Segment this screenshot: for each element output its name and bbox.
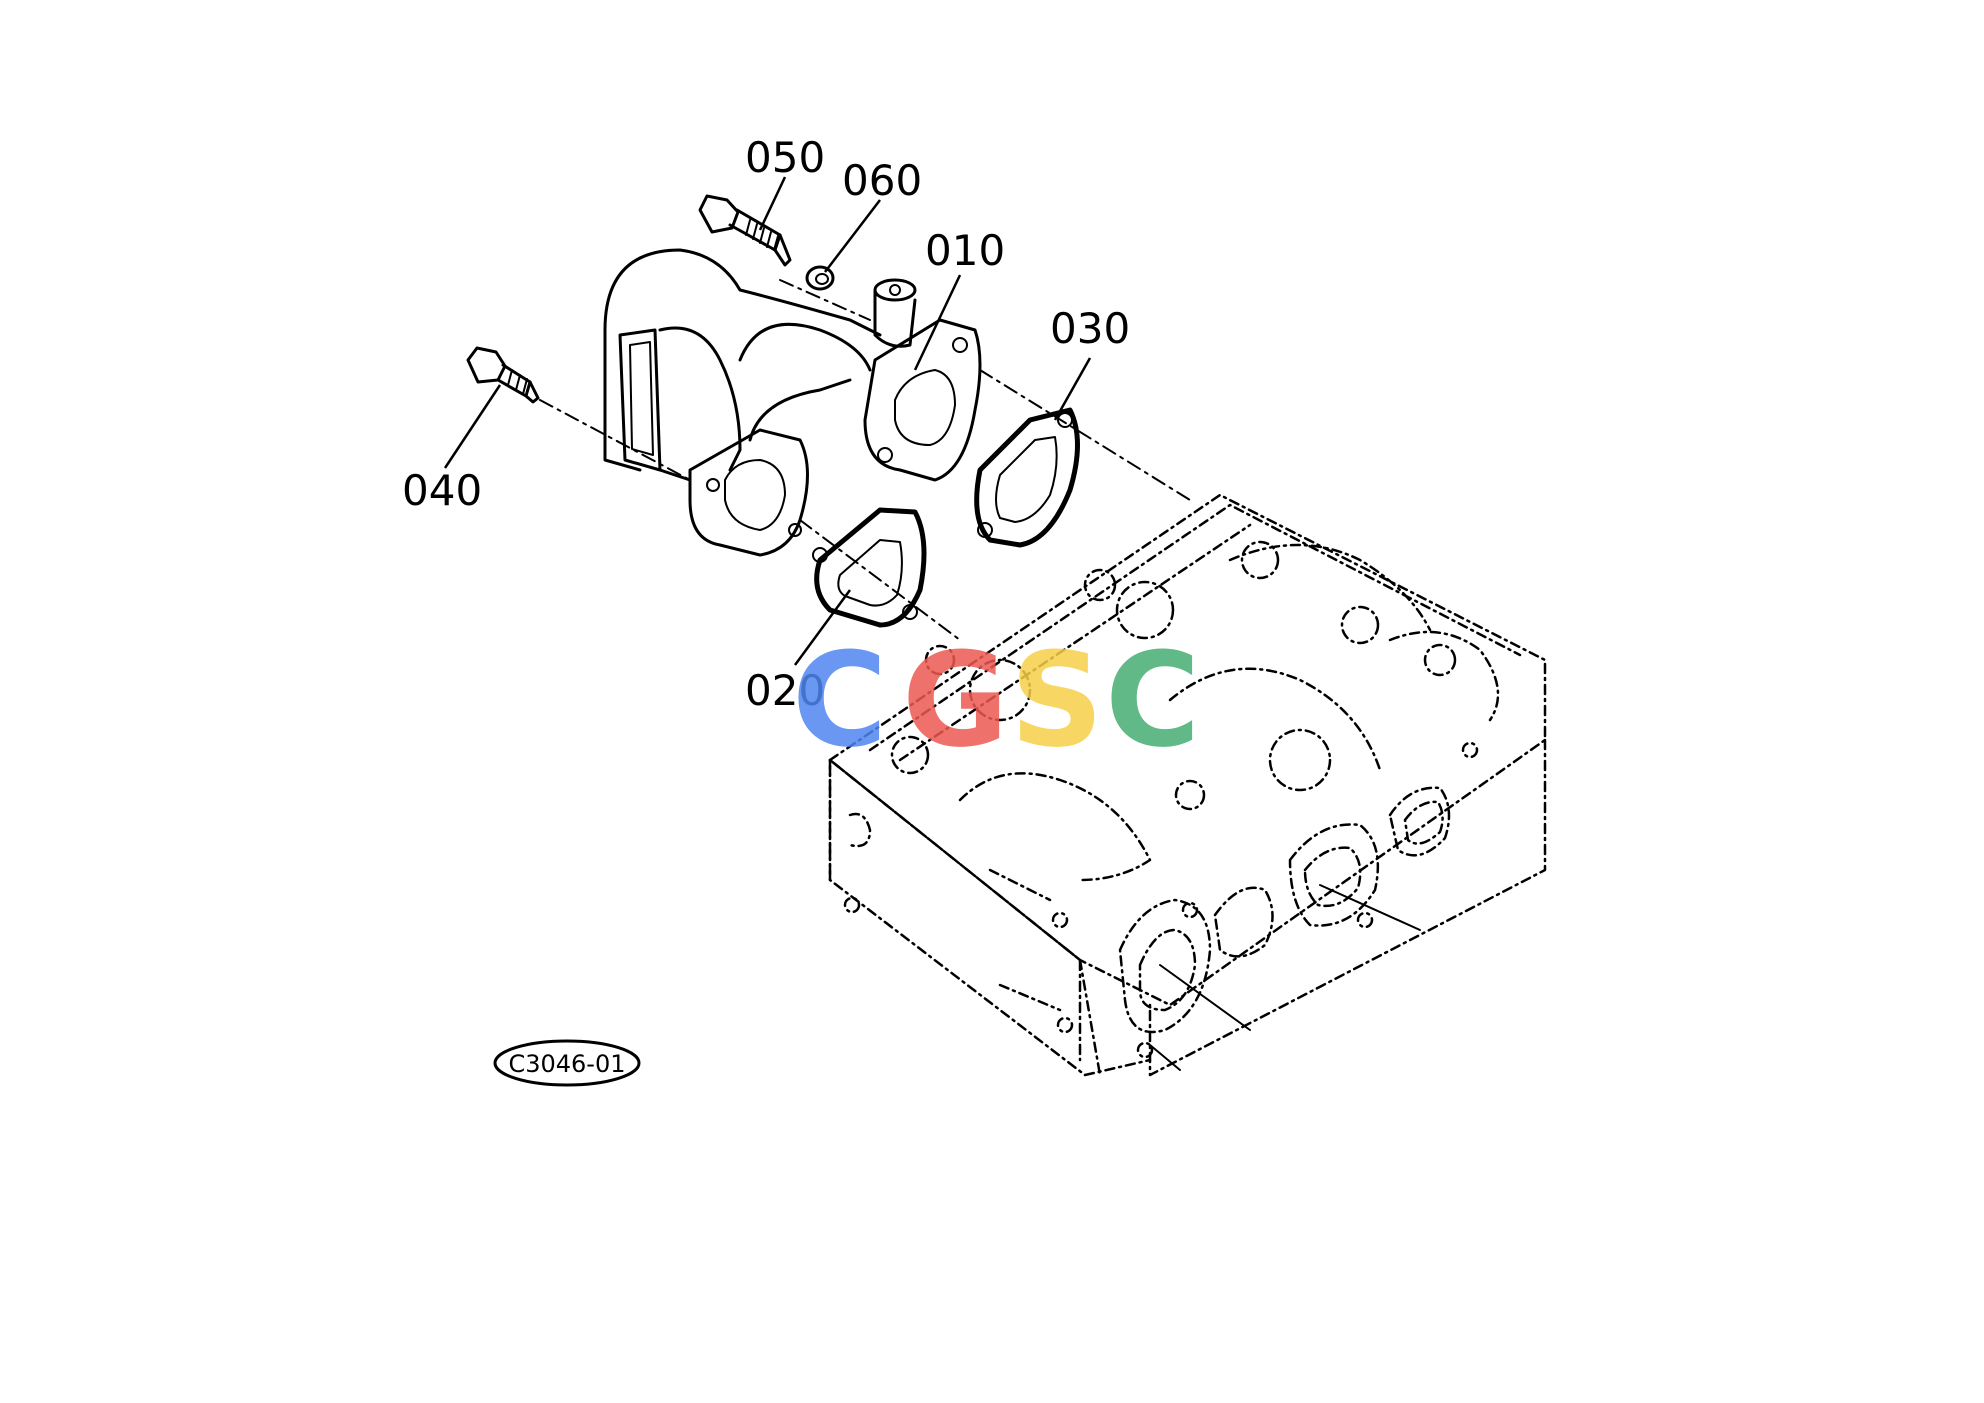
cylinder-head-outline <box>828 493 1547 1077</box>
watermark-letter-4: C <box>1105 624 1200 776</box>
watermark-logo: C G S C <box>792 624 1200 776</box>
reference-code-badge: C3046-01 <box>493 1039 641 1087</box>
callout-030: 030 <box>1050 304 1130 353</box>
callout-020: 020 <box>745 666 825 715</box>
gasket-020-part <box>812 507 927 628</box>
bolt-040-part <box>466 346 540 404</box>
assembly-centerlines <box>539 279 1191 641</box>
callout-050: 050 <box>745 133 825 182</box>
watermark-letter-3: S <box>1010 624 1104 776</box>
gasket-030-part <box>974 407 1080 548</box>
bolt-050-part <box>698 194 792 267</box>
reference-code: C3046-01 <box>508 1050 625 1078</box>
callout-labels: 050 060 010 030 040 020 <box>402 133 1130 715</box>
callout-060: 060 <box>842 156 922 205</box>
callout-leader-lines <box>443 176 1092 666</box>
watermark-letter-2: G <box>902 624 1009 776</box>
callout-010: 010 <box>925 226 1005 275</box>
watermark-letter-1: C <box>792 624 887 776</box>
water-manifold-part <box>603 248 982 557</box>
callout-040: 040 <box>402 466 482 515</box>
washer-060-part <box>805 265 835 291</box>
